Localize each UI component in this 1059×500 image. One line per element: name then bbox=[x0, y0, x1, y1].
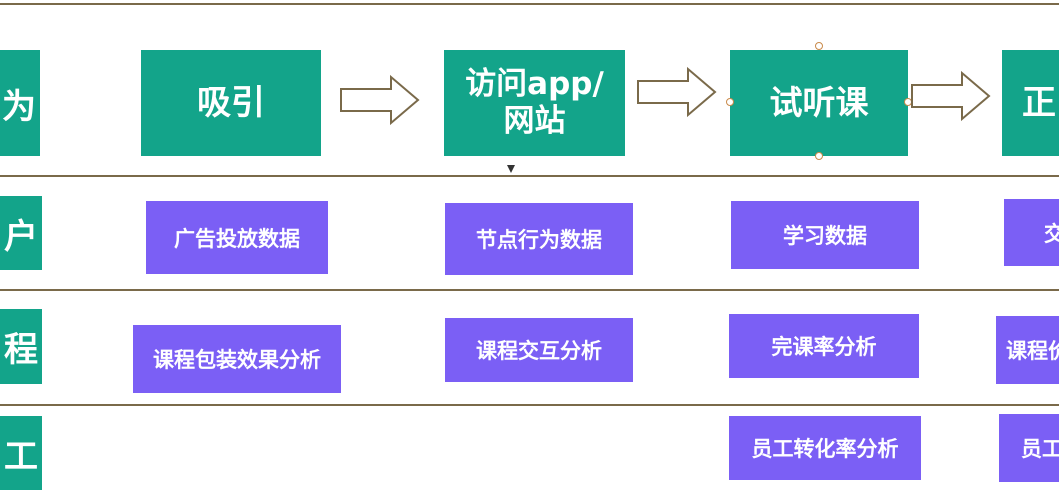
row-label-staff: 工 bbox=[0, 416, 42, 490]
box-staff-conversion[interactable]: 员工转化率分析 bbox=[729, 416, 921, 480]
box-study-data[interactable]: 学习数据 bbox=[731, 201, 919, 269]
divider-course-staff bbox=[0, 404, 1059, 406]
box-ad-data-label: 广告投放数据 bbox=[174, 226, 300, 251]
row-label-behavior: 为 bbox=[0, 50, 40, 156]
box-study-data-label: 学习数据 bbox=[783, 224, 867, 248]
box-next-staff-label: 员工 bbox=[1021, 437, 1059, 461]
pointer-marker bbox=[507, 165, 515, 173]
box-next-course-label: 课程价 bbox=[1006, 339, 1059, 363]
box-node-behavior[interactable]: 节点行为数据 bbox=[445, 203, 633, 275]
stage-attract[interactable]: 吸引 bbox=[141, 50, 321, 156]
stage-trial[interactable]: 试听课 bbox=[730, 50, 908, 156]
box-next-course[interactable]: 课程价 bbox=[996, 316, 1059, 384]
row-label-course-text: 程 bbox=[4, 330, 38, 370]
divider-user-course bbox=[0, 289, 1059, 291]
box-completion-analysis[interactable]: 完课率分析 bbox=[729, 314, 919, 378]
box-next-staff[interactable]: 员工 bbox=[999, 414, 1059, 482]
flow-arrow-3 bbox=[911, 70, 991, 122]
handle-top[interactable] bbox=[815, 42, 823, 50]
box-staff-conversion-label: 员工转化率分析 bbox=[751, 437, 899, 461]
stage-next-label: 正 bbox=[1022, 82, 1056, 123]
box-packaging-analysis-label: 课程包装效果分析 bbox=[153, 348, 321, 372]
stage-visit[interactable]: 访问app/ 网站 bbox=[444, 50, 625, 156]
box-interaction-analysis-label: 课程交互分析 bbox=[476, 339, 602, 363]
box-next-user[interactable]: 交 bbox=[1004, 199, 1059, 266]
box-node-behavior-label: 节点行为数据 bbox=[476, 228, 602, 252]
box-interaction-analysis[interactable]: 课程交互分析 bbox=[445, 318, 633, 382]
row-label-user: 户 bbox=[0, 196, 42, 270]
divider-top bbox=[0, 3, 1059, 5]
stage-visit-label: 访问app/ 网站 bbox=[465, 65, 604, 139]
handle-left[interactable] bbox=[726, 98, 734, 106]
flow-arrow-1 bbox=[340, 74, 420, 126]
row-label-staff-text: 工 bbox=[4, 436, 38, 477]
row-label-behavior-text: 为 bbox=[2, 86, 36, 127]
stage-next[interactable]: 正 bbox=[1002, 50, 1059, 156]
handle-bottom[interactable] bbox=[815, 152, 823, 160]
box-ad-data[interactable]: 广告投放数据 bbox=[146, 201, 328, 274]
stage-attract-label: 吸引 bbox=[197, 82, 265, 123]
divider-behavior-user bbox=[0, 175, 1059, 177]
box-completion-analysis-label: 完课率分析 bbox=[771, 335, 877, 359]
box-next-user-label: 交 bbox=[1044, 221, 1059, 246]
box-packaging-analysis[interactable]: 课程包装效果分析 bbox=[133, 325, 341, 393]
row-label-course: 程 bbox=[0, 309, 42, 384]
stage-trial-label: 试听课 bbox=[769, 83, 869, 123]
row-label-user-text: 户 bbox=[4, 216, 38, 257]
flow-arrow-2 bbox=[637, 66, 717, 118]
